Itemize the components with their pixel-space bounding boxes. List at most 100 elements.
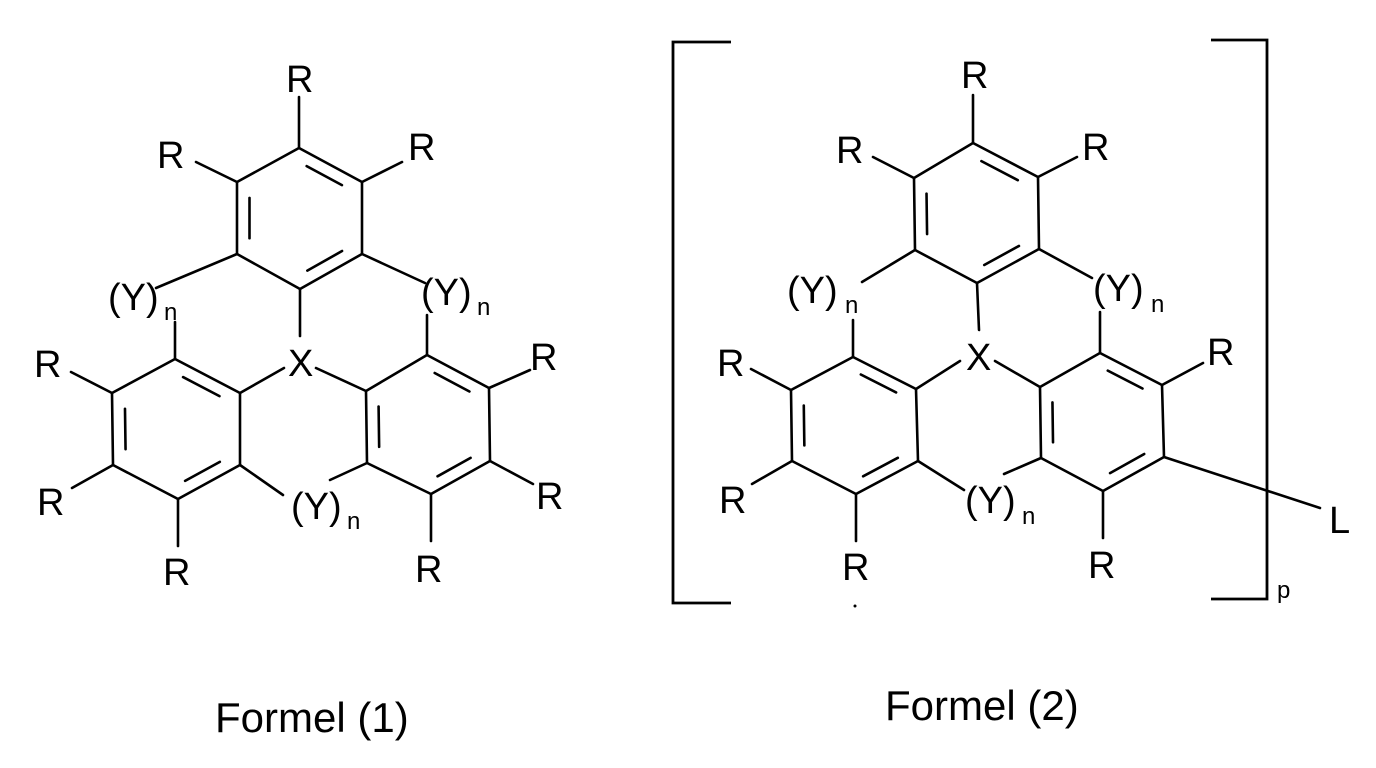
r-substituent-label: R: [34, 344, 61, 386]
single-bond: [360, 160, 404, 184]
y-bridge-label: (Y): [421, 272, 472, 314]
ring-bond: [110, 391, 115, 467]
double-bond-inner-line: [802, 404, 806, 447]
single-bond: [154, 252, 239, 290]
double-bond-inner-line: [982, 244, 1021, 267]
double-bond-inner-line: [1108, 452, 1146, 475]
r-substituent-label: R: [842, 547, 869, 589]
y-subscript-n: n: [477, 294, 490, 321]
single-bond: [314, 366, 368, 393]
r-substituent-label: R: [415, 549, 442, 591]
ring-bond: [111, 463, 180, 501]
ring-bond: [298, 252, 364, 291]
single-bond: [238, 463, 285, 497]
ring-bond: [912, 176, 917, 252]
double-bond-inner-line: [433, 371, 471, 393]
r-substituent-label: R: [1207, 332, 1234, 374]
ring-bond: [854, 459, 920, 496]
r-substituent-label: R: [1082, 127, 1109, 169]
left-square-bracket: [671, 40, 731, 605]
single-bond: [194, 160, 239, 184]
r-substituent-label: R: [286, 59, 313, 101]
top-ring: [912, 141, 1041, 285]
r-substituent-label: R: [836, 130, 863, 172]
single-bond: [487, 368, 532, 390]
double-bond-inner-line: [861, 456, 900, 478]
r-substituent-label: R: [408, 127, 435, 169]
stray-dot: [853, 604, 857, 608]
ring-bond: [912, 141, 975, 180]
repeat-index-p: p: [1277, 577, 1290, 604]
y-bridge-label: (Y): [108, 277, 159, 319]
ring-bond: [789, 388, 794, 463]
double-bond-inner-line: [980, 159, 1020, 182]
r-substituent-label: R: [37, 482, 64, 524]
single-bond: [1037, 247, 1094, 280]
y-bridge-group: (Y)n: [787, 270, 858, 319]
double-bond-inner-line: [305, 164, 344, 187]
right-square-bracket: [1211, 38, 1269, 601]
ring-bond: [1039, 456, 1105, 493]
y-bridge-label: (Y): [291, 486, 342, 528]
ring-bond: [235, 252, 302, 291]
ring-bond: [1038, 385, 1043, 460]
ring-bond: [173, 357, 242, 395]
single-bond: [328, 461, 369, 482]
single-bond: [1160, 361, 1205, 387]
y-bridge-label: (Y): [1093, 268, 1144, 310]
single-bond: [1036, 155, 1079, 179]
y-bridge-label: (Y): [787, 270, 838, 312]
r-substituent-label: R: [536, 476, 563, 518]
ring-bond: [176, 463, 242, 501]
double-bond-inner-line: [1051, 401, 1055, 444]
single-bond: [871, 155, 916, 180]
single-bond: [749, 367, 793, 392]
double-bond-inner-line: [181, 375, 221, 398]
r-substituent-label: R: [530, 337, 557, 379]
top-ring: [235, 146, 364, 291]
single-bond: [238, 366, 286, 395]
ring-bond: [365, 461, 433, 496]
r-substituent-label: R: [719, 480, 746, 522]
single-bond: [750, 459, 794, 486]
center-atom-label: X: [288, 343, 313, 385]
r-substituent-label: R: [163, 552, 190, 594]
single-bond: [488, 459, 535, 486]
r-substituent-label: R: [157, 135, 184, 177]
ring-bond: [851, 355, 918, 391]
y-bridge-group: (Y)n: [421, 272, 490, 321]
single-bond: [360, 252, 427, 285]
single-bond: [916, 459, 966, 492]
ring-bond: [1101, 455, 1166, 493]
ring-bond: [1038, 351, 1102, 389]
ring-bond: [425, 353, 491, 390]
single-bond: [860, 248, 917, 284]
substituent-bonds: [69, 95, 535, 548]
linker-l-label: L: [1329, 500, 1350, 542]
single-bond: [1162, 455, 1322, 510]
lower-right-ring: [364, 353, 492, 496]
y-bridge-group: (Y)n: [1093, 268, 1164, 318]
y-subscript-n: n: [1022, 503, 1035, 530]
y-bridge-group: (Y)n: [291, 486, 360, 535]
ring-bond: [297, 146, 364, 184]
double-bond-inner-line: [925, 192, 929, 236]
center-atom-label: X: [966, 337, 991, 379]
ring-bond: [971, 141, 1040, 179]
ring-bond: [1036, 175, 1041, 251]
ring-bond: [975, 247, 1041, 285]
y-bridge-group: (Y)n: [965, 480, 1035, 530]
ring-bond: [110, 357, 177, 395]
single-bond: [975, 281, 981, 332]
r-substituent-label: R: [961, 55, 988, 97]
ring-bond: [790, 459, 858, 496]
double-bond-inner-line: [123, 407, 127, 451]
single-bond: [70, 463, 115, 490]
single-bond: [993, 359, 1042, 389]
double-bond-inner-line: [306, 249, 344, 272]
double-bond-inner-line: [183, 460, 222, 483]
double-bond-inner-line: [1106, 369, 1144, 390]
